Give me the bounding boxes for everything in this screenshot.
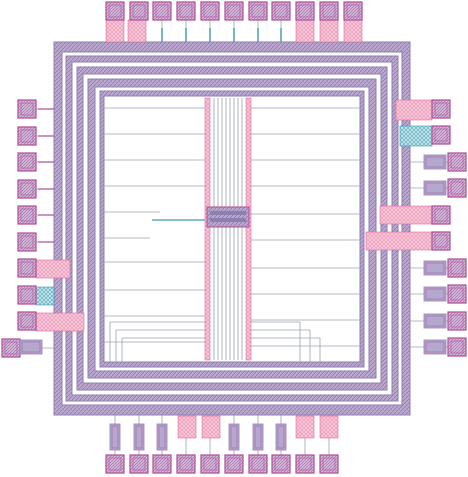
pad-top-4[interactable] xyxy=(176,1,196,21)
io-region-t4 xyxy=(319,19,339,43)
pad-left-2[interactable] xyxy=(17,126,37,146)
bus-strip-right xyxy=(245,97,252,361)
pad-bottom-3[interactable] xyxy=(152,454,172,474)
pad-right-9[interactable] xyxy=(447,311,467,331)
pad-bottom-4[interactable] xyxy=(176,454,196,474)
core-cell-block[interactable] xyxy=(206,206,250,228)
io-region-t5 xyxy=(343,19,363,43)
pad-left-5[interactable] xyxy=(17,205,37,225)
esd-cell-left-10 xyxy=(19,339,43,355)
pad-top-3[interactable] xyxy=(152,1,172,21)
io-region-l2 xyxy=(35,286,55,306)
io-region-l3 xyxy=(35,312,85,332)
pad-left-6[interactable] xyxy=(17,232,37,252)
pad-left-1[interactable] xyxy=(17,99,37,119)
pad-top-5[interactable] xyxy=(200,1,220,21)
io-region-r4 xyxy=(365,231,433,251)
pad-bottom-8[interactable] xyxy=(271,454,291,474)
bus-strip-left xyxy=(204,97,211,361)
power-rings xyxy=(53,41,411,416)
pad-right-7[interactable] xyxy=(447,258,467,278)
io-region-r1 xyxy=(395,99,433,121)
pad-top-11[interactable] xyxy=(343,1,363,21)
pad-top-2[interactable] xyxy=(129,1,149,21)
pad-top-9[interactable] xyxy=(295,1,315,21)
esd-cell-bottom-6 xyxy=(228,423,240,451)
pad-top-8[interactable] xyxy=(271,1,291,21)
io-region-b1 xyxy=(177,415,197,439)
pad-right-5[interactable] xyxy=(431,205,451,225)
pad-bottom-9[interactable] xyxy=(295,454,315,474)
pad-top-10[interactable] xyxy=(319,1,339,21)
pad-right-4[interactable] xyxy=(447,178,467,198)
pad-bottom-1[interactable] xyxy=(105,454,125,474)
pad-right-6[interactable] xyxy=(431,231,451,251)
pad-bottom-5[interactable] xyxy=(200,454,220,474)
pad-top-1[interactable] xyxy=(105,1,125,21)
io-region-b3 xyxy=(295,415,315,439)
pad-bottom-2[interactable] xyxy=(129,454,149,474)
io-region-r3 xyxy=(379,205,433,225)
esd-cell-bottom-8 xyxy=(275,423,287,451)
pad-top-7[interactable] xyxy=(248,1,268,21)
esd-cell-right-10 xyxy=(423,339,447,355)
io-region-l1 xyxy=(35,259,71,279)
io-region-t1 xyxy=(105,19,125,43)
esd-cell-bottom-2 xyxy=(133,423,145,451)
esd-cell-right-8 xyxy=(423,286,447,302)
core-cell-row-2 xyxy=(210,218,246,222)
esd-cell-bottom-7 xyxy=(252,423,264,451)
esd-cell-bottom-3 xyxy=(156,423,168,451)
pad-left-4[interactable] xyxy=(17,179,37,199)
pad-left-8[interactable] xyxy=(17,285,37,305)
esd-cell-right-3 xyxy=(423,154,447,170)
pad-bottom-6[interactable] xyxy=(224,454,244,474)
pad-right-8[interactable] xyxy=(447,284,467,304)
core-area[interactable] xyxy=(103,95,361,363)
esd-cell-right-9 xyxy=(423,313,447,329)
io-region-r2 xyxy=(399,125,433,147)
pad-right-3[interactable] xyxy=(447,152,467,172)
esd-cell-bottom-1 xyxy=(109,423,121,451)
pad-bottom-10[interactable] xyxy=(319,454,339,474)
pad-right-1[interactable] xyxy=(431,99,451,119)
esd-cell-right-4 xyxy=(423,180,447,196)
pad-left-3[interactable] xyxy=(17,152,37,172)
pad-bottom-7[interactable] xyxy=(248,454,268,474)
pad-left-10[interactable] xyxy=(1,338,21,358)
pad-right-10[interactable] xyxy=(447,337,467,357)
pad-left-7[interactable] xyxy=(17,258,37,278)
io-region-b4 xyxy=(319,415,339,439)
io-region-t2 xyxy=(127,19,147,43)
core-cell-row-1 xyxy=(210,211,246,215)
esd-cell-right-7 xyxy=(423,260,447,276)
pad-left-9[interactable] xyxy=(17,311,37,331)
central-bus xyxy=(204,97,252,361)
io-region-t3 xyxy=(295,19,315,43)
io-region-b2 xyxy=(201,415,221,439)
pad-right-2[interactable] xyxy=(431,125,451,145)
pad-top-6[interactable] xyxy=(224,1,244,21)
